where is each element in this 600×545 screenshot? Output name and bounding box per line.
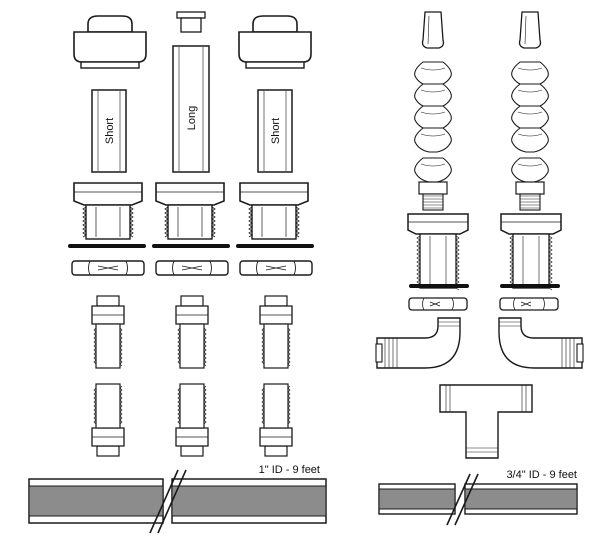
elbow-left [375,317,461,369]
end-cap-right [238,15,312,69]
tube-large-label: 1" ID - 9 feet [259,464,320,476]
hex-fitting-3 [239,182,309,240]
nozzle-right [518,11,542,49]
tee-fitting [439,384,533,459]
small-hex-left [418,181,448,211]
nipple-bottom-1 [91,383,125,457]
nut-1 [71,260,145,276]
small-hex-right [515,181,545,211]
nipple-top-1 [91,295,125,369]
hex-fitting-long-right [500,213,562,291]
hex-fitting-1 [73,182,143,240]
tube-short-left: Short [91,89,127,173]
nozzle-left [421,11,445,49]
nipple-top-3 [259,295,293,369]
nut-right-2 [499,297,559,311]
o-rings-right [409,284,560,288]
hex-fitting-long-left [407,213,469,291]
tube-long: Long [172,45,210,173]
nipple-bottom-2 [175,383,209,457]
tube-label-short-right: Short [270,118,282,144]
segments-right [511,61,549,183]
nut-right-1 [408,297,468,311]
tube-label-short-left: Short [104,118,116,144]
tube-small-long: 3/4" ID - 9 feet [378,469,578,526]
o-rings-left [68,244,314,248]
nipple-top-2 [175,295,209,369]
tube-label-long: Long [186,106,198,130]
nipple-bottom-3 [259,383,293,457]
tube-large-long: 1" ID - 9 feet [28,464,327,534]
segments-left [414,61,452,183]
elbow-right [498,317,584,369]
plug-cap [176,11,206,33]
nut-3 [239,260,313,276]
tube-small-label: 3/4" ID - 9 feet [506,469,577,481]
end-cap-left [73,15,147,69]
hex-fitting-2 [155,182,225,240]
tube-short-right: Short [257,89,293,173]
nut-2 [155,260,229,276]
